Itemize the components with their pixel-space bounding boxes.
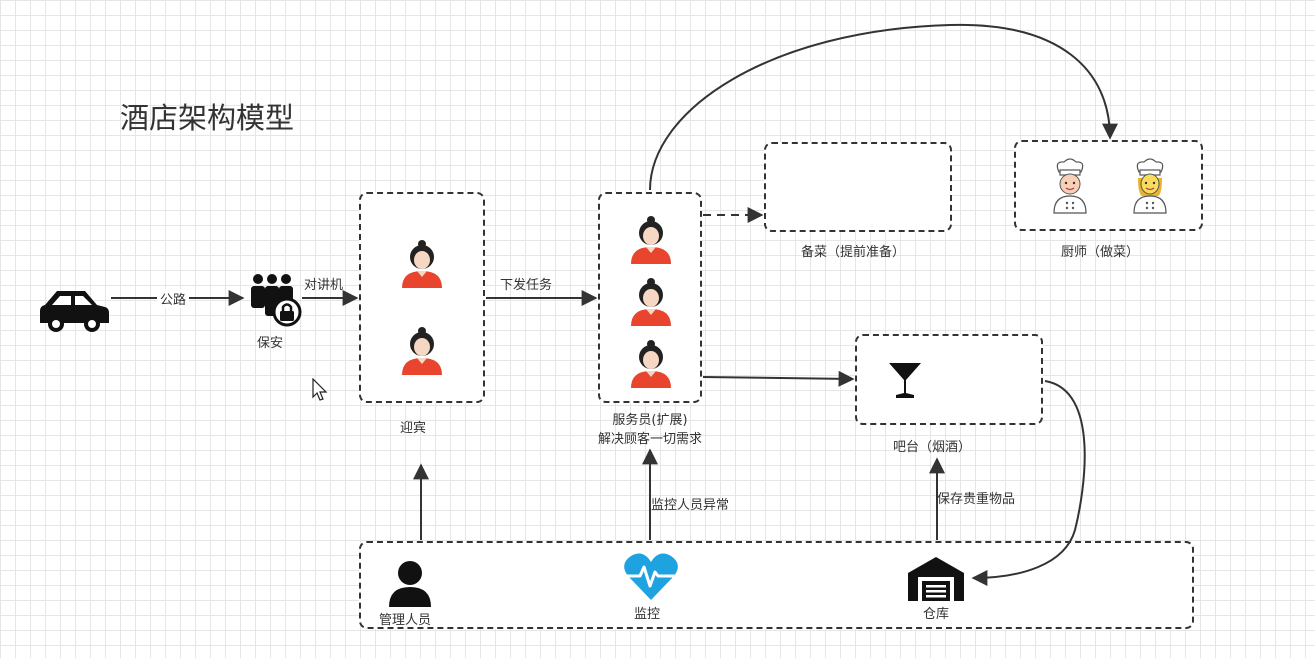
chef-box	[1014, 140, 1203, 231]
waiter-label-line2: 解决顾客一切需求	[597, 432, 702, 447]
waiter-label-line1: 服务员(扩展)	[612, 413, 688, 428]
greeter-label: 迎宾	[400, 421, 427, 436]
chef-icon	[1053, 158, 1087, 214]
road-label: 公路	[157, 289, 190, 308]
warehouse-icon	[908, 557, 964, 601]
diagram-title: 酒店架构模型	[120, 101, 295, 135]
cocktail-glass-icon	[889, 363, 921, 398]
warehouse-label: 仓库	[923, 607, 950, 622]
person-icon	[389, 561, 431, 607]
mouse-cursor-icon	[312, 378, 328, 401]
security-label: 保安	[257, 336, 284, 351]
chef-arrow	[649, 23, 1118, 191]
heart-pulse-icon	[624, 553, 678, 600]
monitor-staff-label: 监控人员异常	[651, 498, 730, 513]
prep-label: 备菜（提前准备）	[801, 245, 906, 260]
security-guard-lock-icon	[251, 274, 302, 327]
woman-staff-icon	[631, 216, 671, 264]
car-icon	[40, 291, 109, 332]
intercom-label: 对讲机	[304, 278, 344, 293]
chef-woman-icon	[1133, 158, 1167, 214]
warehouse-arrow	[971, 380, 1086, 586]
woman-staff-icon	[402, 327, 442, 375]
store-valuables-label: 保存贵重物品	[937, 492, 1016, 507]
dispatch-label: 下发任务	[500, 278, 553, 293]
woman-staff-icon	[402, 240, 442, 288]
prep-box	[764, 142, 952, 232]
woman-staff-icon	[631, 278, 671, 326]
bar-label: 吧台（烟酒）	[893, 440, 972, 455]
bar-box	[855, 334, 1043, 425]
woman-staff-icon	[631, 340, 671, 388]
management-box	[359, 541, 1194, 629]
bar-arrow	[702, 370, 855, 387]
monitor-label: 监控	[634, 607, 661, 622]
chef-label: 厨师（做菜）	[1061, 245, 1140, 260]
manager-label: 管理人员	[379, 613, 432, 628]
